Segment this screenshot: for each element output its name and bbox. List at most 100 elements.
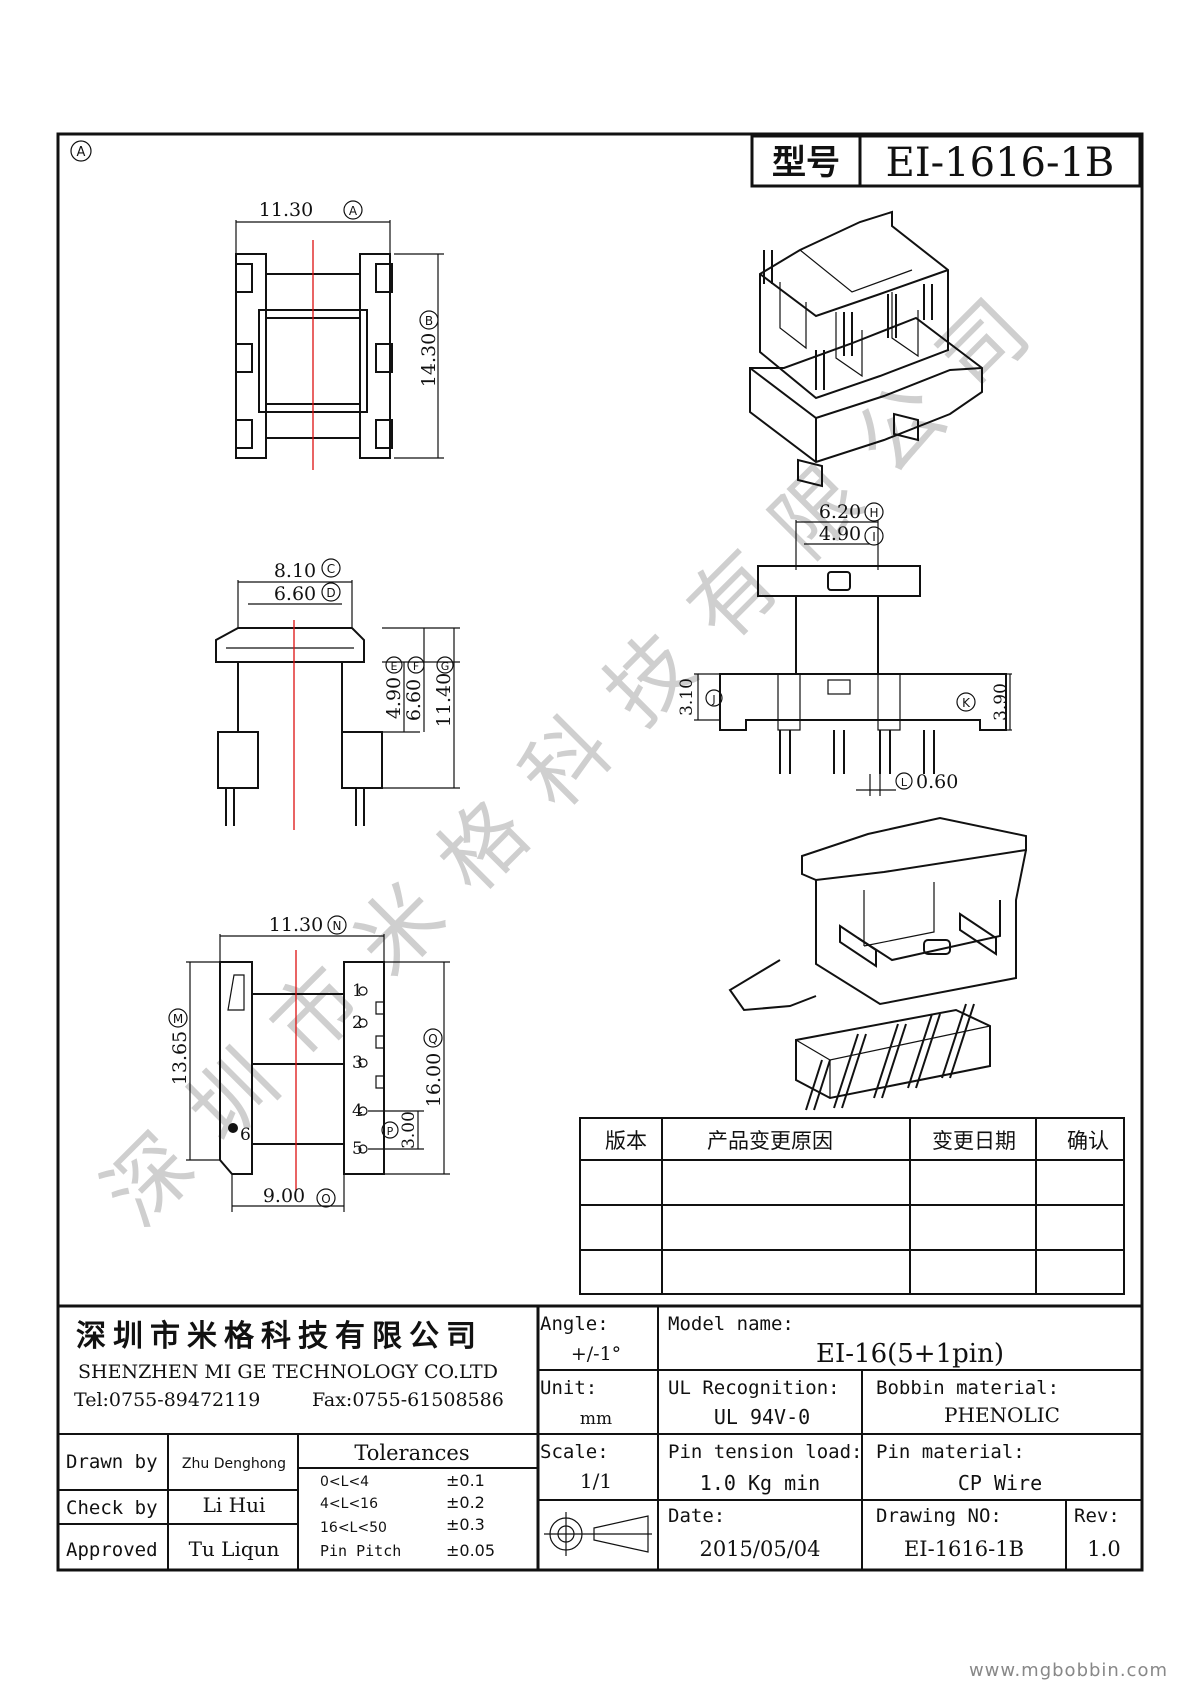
tol-value-1: ±0.1 [446, 1471, 485, 1490]
pin-material-value: CP Wire [958, 1471, 1042, 1495]
pin-tension-label: Pin tension load: [668, 1441, 862, 1463]
check-by-label: Check by [66, 1497, 158, 1519]
tol-range-1: 0<L<4 [320, 1474, 369, 1490]
revision-table: 版本 产品变更原因 变更日期 确认 [579, 1117, 1125, 1295]
tol-range-2: 4<L<16 [320, 1496, 378, 1512]
svg-text:C: C [327, 562, 335, 576]
pin-6: 6 [228, 1123, 251, 1145]
date-label: Date: [668, 1505, 725, 1527]
pin-material-label: Pin material: [876, 1441, 1025, 1463]
bobbin-material-label: Bobbin material: [876, 1377, 1059, 1399]
tol-value-2: ±0.2 [446, 1493, 485, 1512]
approved-label: Approved [66, 1539, 158, 1561]
tol-range-3: 16<L<50 [320, 1520, 387, 1536]
corner-mark: A [70, 140, 92, 162]
svg-text:M: M [173, 1012, 183, 1026]
svg-text:G: G [441, 660, 450, 673]
tolerances-title: Tolerances [354, 1441, 469, 1465]
dim-side-outer: 8.10 [274, 560, 316, 582]
isometric-view-top [749, 210, 983, 488]
pin-tension-value: 1.0 Kg min [700, 1471, 820, 1495]
tol-range-4: Pin Pitch [320, 1542, 401, 1560]
dim-bottom-n: 11.30 [269, 914, 323, 936]
svg-text:6: 6 [240, 1125, 251, 1145]
side-view: 8.10 C 6.60 D 4.90 6.60 11.40 E F [215, 558, 460, 830]
svg-text:L: L [901, 776, 908, 789]
company-fax: Fax:0755-61508586 [312, 1389, 504, 1411]
tol-value-4: ±0.05 [446, 1541, 495, 1560]
angle-label: Angle: [540, 1313, 609, 1335]
dim-top-width: 11.30 [259, 199, 313, 221]
svg-text:J: J [711, 693, 715, 706]
rev-header-date: 变更日期 [932, 1129, 1016, 1153]
svg-text:I: I [872, 530, 876, 544]
company-name-cn: 深圳市米格科技有限公司 [76, 1319, 483, 1354]
dim-front-j: 3.10 [677, 678, 697, 716]
footer-url: www.mgbobbin.com [968, 1660, 1168, 1681]
model-header: 型号 EI-1616-1B [750, 134, 1142, 188]
svg-text:2: 2 [352, 1013, 363, 1033]
pin-3: 3 [352, 1053, 368, 1073]
svg-text:3: 3 [352, 1053, 363, 1073]
rev-label: Rev: [1074, 1505, 1120, 1527]
svg-text:O: O [321, 1192, 330, 1206]
unit-value: mm [580, 1409, 612, 1429]
pin-5: 5 [352, 1139, 368, 1159]
svg-text:H: H [869, 506, 878, 520]
model-value: EI-1616-1B [886, 140, 1115, 186]
ul-label: UL Recognition: [668, 1377, 840, 1399]
pin-4: 4 [352, 1101, 368, 1121]
pin-2: 2 [352, 1013, 368, 1033]
tol-value-3: ±0.3 [446, 1515, 485, 1534]
company-tel: Tel:0755-89472119 [74, 1389, 260, 1411]
svg-text:K: K [962, 696, 971, 710]
model-name-value: EI-16(5+1pin) [816, 1339, 1004, 1369]
drawing-border [56, 132, 1144, 1572]
svg-text:A: A [77, 145, 86, 160]
date-value: 2015/05/04 [699, 1537, 820, 1561]
dim-bottom-q: 16.00 [423, 1053, 445, 1107]
title-block: 深圳市米格科技有限公司 SHENZHEN MI GE TECHNOLOGY CO… [58, 1304, 1142, 1570]
svg-text:P: P [387, 1125, 394, 1138]
drawing-no-value: EI-1616-1B [904, 1537, 1024, 1561]
svg-text:F: F [413, 660, 419, 673]
dim-front-h: 6.20 [819, 501, 861, 523]
bobbin-material-value: PHENOLIC [944, 1403, 1060, 1427]
svg-text:4: 4 [352, 1101, 363, 1121]
dim-side-e: 4.90 [383, 677, 405, 719]
top-view: 11.30 A 14.30 B [235, 199, 444, 470]
svg-text:B: B [425, 314, 433, 328]
model-name-label: Model name: [668, 1313, 794, 1335]
scale-value: 1/1 [580, 1469, 612, 1493]
svg-text:A: A [349, 204, 358, 218]
company-name-en: SHENZHEN MI GE TECHNOLOGY CO.LTD [78, 1361, 498, 1383]
drawn-by-label: Drawn by [66, 1451, 158, 1473]
scale-label: Scale: [540, 1441, 609, 1463]
bottom-view: 11.30 N 1 2 3 4 5 [168, 914, 450, 1212]
model-label: 型号 [772, 143, 840, 183]
dim-bottom-o: 9.00 [263, 1185, 305, 1207]
dim-bottom-m: 13.65 [169, 1031, 191, 1085]
dim-bottom-p: 3.00 [399, 1111, 419, 1149]
dim-side-f: 6.60 [403, 679, 425, 721]
rev-value: 1.0 [1087, 1537, 1120, 1561]
svg-text:Q: Q [428, 1032, 437, 1046]
dim-side-inner: 6.60 [274, 583, 316, 605]
dim-front-l: 0.60 [916, 771, 958, 793]
svg-text:1: 1 [352, 981, 363, 1001]
approved-value: Tu Liqun [189, 1537, 280, 1561]
svg-text:N: N [333, 919, 342, 933]
projection-symbol-icon [544, 1512, 652, 1556]
front-view: 6.20 H 4.90 I 3.10 J 3.90 [677, 501, 1012, 796]
dim-top-height: 14.30 [418, 333, 440, 387]
rev-header-confirm: 确认 [1067, 1129, 1109, 1153]
ul-value: UL 94V-0 [714, 1405, 810, 1429]
isometric-view-bottom [728, 816, 1027, 1111]
pin-1: 1 [352, 981, 368, 1001]
unit-label: Unit: [540, 1377, 597, 1399]
drawn-by-value: Zhu Denghong [182, 1456, 286, 1472]
check-by-value: Li Hui [203, 1493, 266, 1517]
rev-header-version: 版本 [605, 1129, 647, 1153]
rev-header-reason: 产品变更原因 [707, 1129, 833, 1153]
